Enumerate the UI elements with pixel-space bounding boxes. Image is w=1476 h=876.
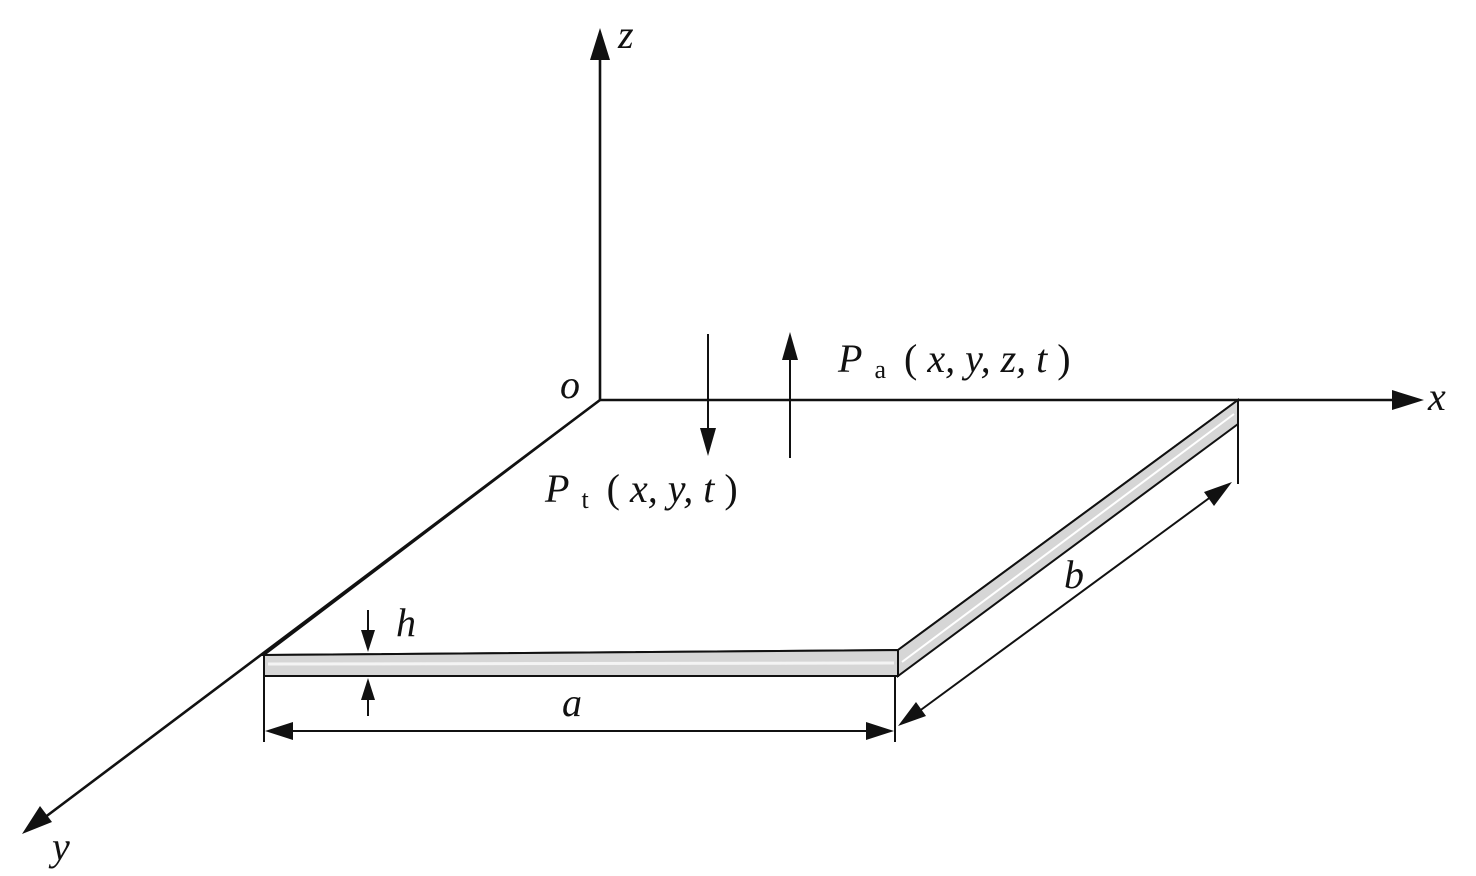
transverse-load-symbol: P (544, 466, 569, 511)
y-axis-label: y (48, 824, 70, 869)
acoustic-load-args: x, y, z, t (926, 336, 1048, 381)
acoustic-load-symbol: P (837, 336, 862, 381)
length-label: a (562, 680, 582, 725)
length-arrowhead-left (265, 722, 293, 740)
acoustic-load-arrowhead (782, 332, 798, 360)
transverse-load-label: P t ( x, y, t ) (544, 466, 738, 517)
plate-front-edge-highlight (267, 661, 895, 666)
transverse-load-close-paren: ) (724, 466, 737, 511)
transverse-load-subscript: t (581, 485, 589, 514)
x-axis-label: x (1427, 374, 1446, 419)
origin-label: o (560, 362, 580, 407)
y-axis-arrowhead (22, 806, 52, 834)
acoustic-load-subscript: a (874, 355, 886, 384)
acoustic-load-open-paren: ( (904, 336, 917, 381)
transverse-load-open-paren: ( (607, 466, 620, 511)
transverse-load-arrowhead (700, 428, 716, 456)
width-arrowhead-lower (898, 702, 926, 726)
thickness-label: h (396, 600, 416, 645)
transverse-load-args: x, y, t (629, 466, 715, 511)
x-axis-arrowhead (1392, 390, 1424, 410)
acoustic-load-label: P a ( x, y, z, t ) (837, 336, 1071, 387)
plate-right-edge-highlight (901, 413, 1235, 663)
length-arrowhead-right (866, 722, 894, 740)
width-arrowhead-upper (1204, 482, 1232, 506)
thickness-arrow-bottom-head (361, 678, 375, 700)
width-dimension-line (917, 495, 1213, 713)
y-axis-line (43, 398, 601, 820)
width-label: b (1064, 552, 1084, 597)
thickness-arrow-top-head (361, 630, 375, 652)
acoustic-load-close-paren: ) (1057, 336, 1070, 381)
z-axis-arrowhead (590, 28, 610, 60)
z-axis-label: z (617, 12, 634, 57)
